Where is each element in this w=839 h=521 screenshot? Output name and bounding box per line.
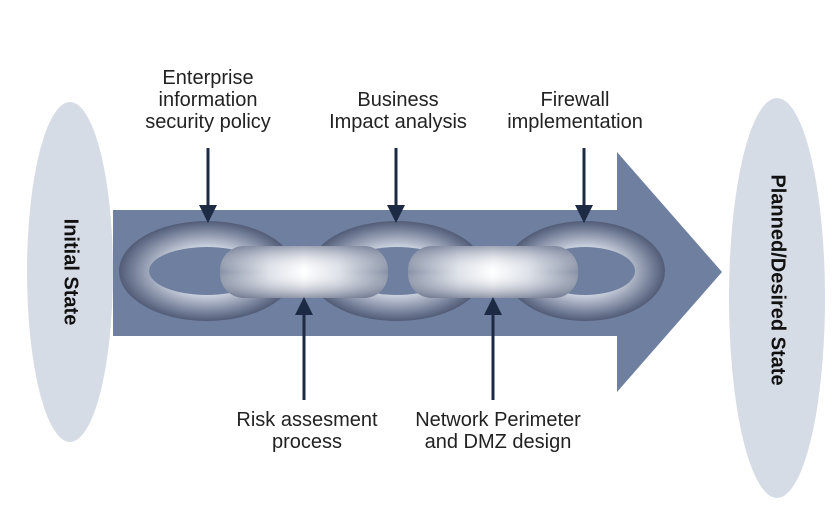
label-line: implementation <box>507 111 643 133</box>
label-risk-assessment: Risk assesment process <box>217 409 397 453</box>
initial-state-ellipse <box>27 102 113 442</box>
label-line: Risk assesment <box>236 409 378 431</box>
label-line: Business <box>357 89 439 111</box>
label-line: Network Perimeter <box>415 409 581 431</box>
label-network-perimeter: Network Perimeter and DMZ design <box>398 409 598 453</box>
label-line: and DMZ design <box>424 431 572 453</box>
label-line: process <box>271 431 343 453</box>
label-line: information <box>158 89 258 111</box>
label-line: Firewall <box>540 89 610 111</box>
chain-bar-2 <box>408 246 578 298</box>
label-line: Impact analysis <box>329 111 467 133</box>
desired-state-label: Planned/Desired State <box>766 174 789 386</box>
initial-state-label: Initial State <box>59 218 82 326</box>
label-firewall: Firewall implementation <box>495 89 655 133</box>
chain-bar-1 <box>220 246 388 298</box>
label-line: security policy <box>145 111 271 133</box>
label-impact-analysis: Business Impact analysis <box>318 89 478 133</box>
label-line: Enterprise <box>162 67 254 89</box>
label-security-policy: Enterprise information security policy <box>128 67 288 133</box>
desired-state-ellipse <box>729 98 825 498</box>
chain <box>119 221 665 321</box>
